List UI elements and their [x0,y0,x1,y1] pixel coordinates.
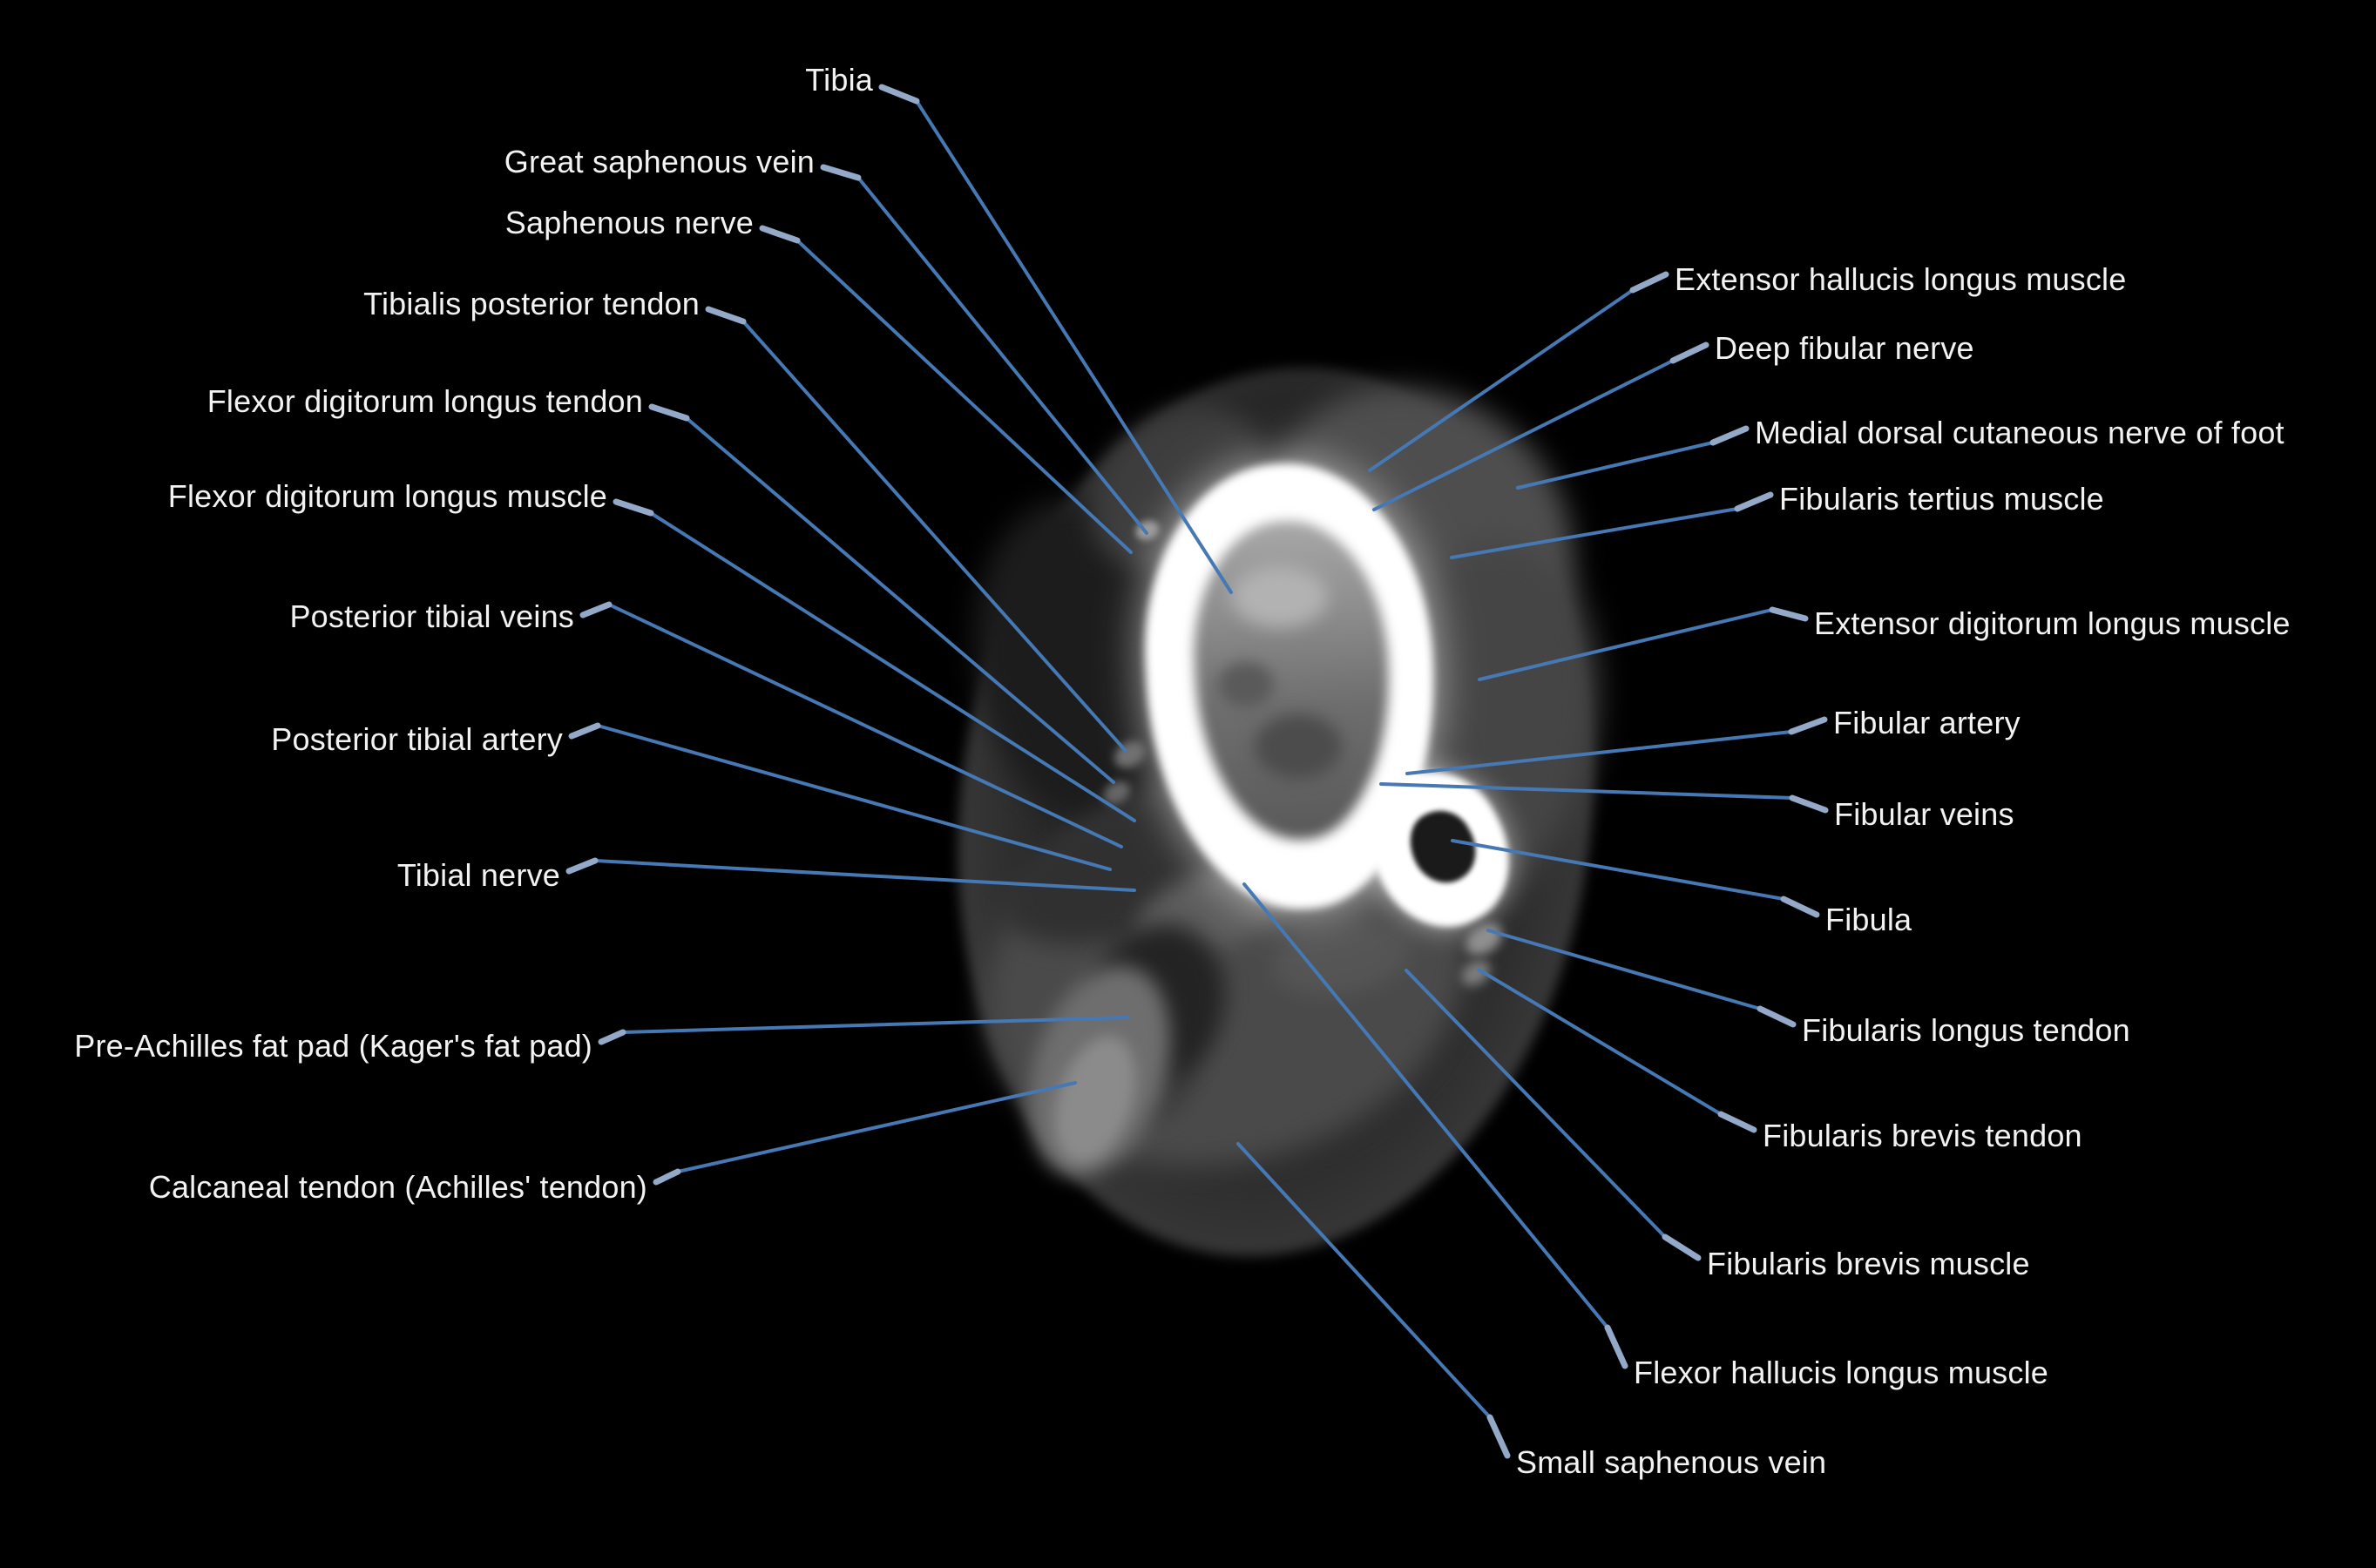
leader-tip-tibial-nerve [565,857,599,875]
label-tibial-nerve: Tibial nerve [396,857,560,893]
leader-tip-flexor-digitorum-longus-muscle [613,498,654,517]
leader-tip-fibularis-longus-tendon [1757,1005,1797,1028]
leader-tip-fibular-artery [1788,716,1828,735]
leader-tip-tibia [878,84,920,105]
tibia-marrow-texture [1232,566,1328,627]
leader-tip-extensor-hallucis-longus-muscle [1629,271,1669,294]
leader-tip-deep-fibular-nerve [1669,341,1709,364]
label-posterior-tibial-artery: Posterior tibial artery [271,721,563,757]
leader-tip-tibialis-posterior-tendon [705,306,747,325]
label-fibularis-tertius-muscle: Fibularis tertius muscle [1779,481,2104,517]
label-pre-achilles-fat-pad: Pre-Achilles fat pad (Kager's fat pad) [74,1028,592,1064]
leader-tip-fibular-veins [1789,794,1829,814]
label-fibula: Fibula [1825,902,1912,937]
label-flexor-digitorum-longus-muscle: Flexor digitorum longus muscle [167,478,607,514]
leader-tip-fibula [1780,896,1820,918]
label-saphenous-nerve: Saphenous nerve [504,205,754,240]
label-extensor-digitorum-longus-muscle: Extensor digitorum longus muscle [1814,605,2291,641]
label-fibularis-brevis-tendon: Fibularis brevis tendon [1763,1118,2082,1153]
label-fibularis-brevis-muscle: Fibularis brevis muscle [1707,1246,2030,1281]
leader-tip-fibularis-tertius-muscle [1734,491,1774,512]
tibia-marrow-texture [1255,714,1342,779]
leader-tip-medial-dorsal-cutaneous-nerve-of-foot [1709,425,1750,446]
leader-tip-saphenous-nerve [759,225,801,244]
label-extensor-hallucis-longus-muscle: Extensor hallucis longus muscle [1675,261,2127,297]
label-calcaneal-tendon: Calcaneal tendon (Achilles' tendon) [148,1169,647,1205]
leader-tip-calcaneal-tendon [653,1168,681,1186]
leader-tip-fibularis-brevis-tendon [1717,1111,1757,1133]
label-small-saphenous-vein: Small saphenous vein [1516,1444,1827,1480]
label-posterior-tibial-veins: Posterior tibial veins [289,598,574,634]
label-flexor-hallucis-longus-muscle: Flexor hallucis longus muscle [1634,1355,2048,1390]
leader-tip-small-saphenous-vein [1486,1414,1511,1459]
leader-tip-posterior-tibial-artery [568,722,601,740]
label-medial-dorsal-cutaneous-nerve-of-foot: Medial dorsal cutaneous nerve of foot [1755,415,2285,450]
label-deep-fibular-nerve: Deep fibular nerve [1715,330,1974,366]
label-tibia: Tibia [805,62,873,98]
label-fibular-veins: Fibular veins [1834,796,2014,832]
leader-tip-flexor-digitorum-longus-tendon [648,403,690,422]
leader-tip-flexor-hallucis-longus-muscle [1604,1324,1628,1369]
leader-tip-extensor-digitorum-longus-muscle [1769,606,1809,622]
leader-tip-great-saphenous-vein [820,164,862,181]
label-flexor-digitorum-longus-tendon: Flexor digitorum longus tendon [206,383,643,419]
leader-tip-pre-achilles-fat-pad [598,1029,626,1045]
label-great-saphenous-vein: Great saphenous vein [504,144,815,179]
leader-tip-posterior-tibial-veins [579,601,613,618]
leader-tip-fibularis-brevis-muscle [1662,1233,1702,1261]
label-fibular-artery: Fibular artery [1833,705,2021,740]
tibia-marrow-texture [1218,662,1274,707]
label-fibularis-longus-tendon: Fibularis longus tendon [1802,1012,2130,1048]
label-tibialis-posterior-tendon: Tibialis posterior tendon [363,286,700,321]
